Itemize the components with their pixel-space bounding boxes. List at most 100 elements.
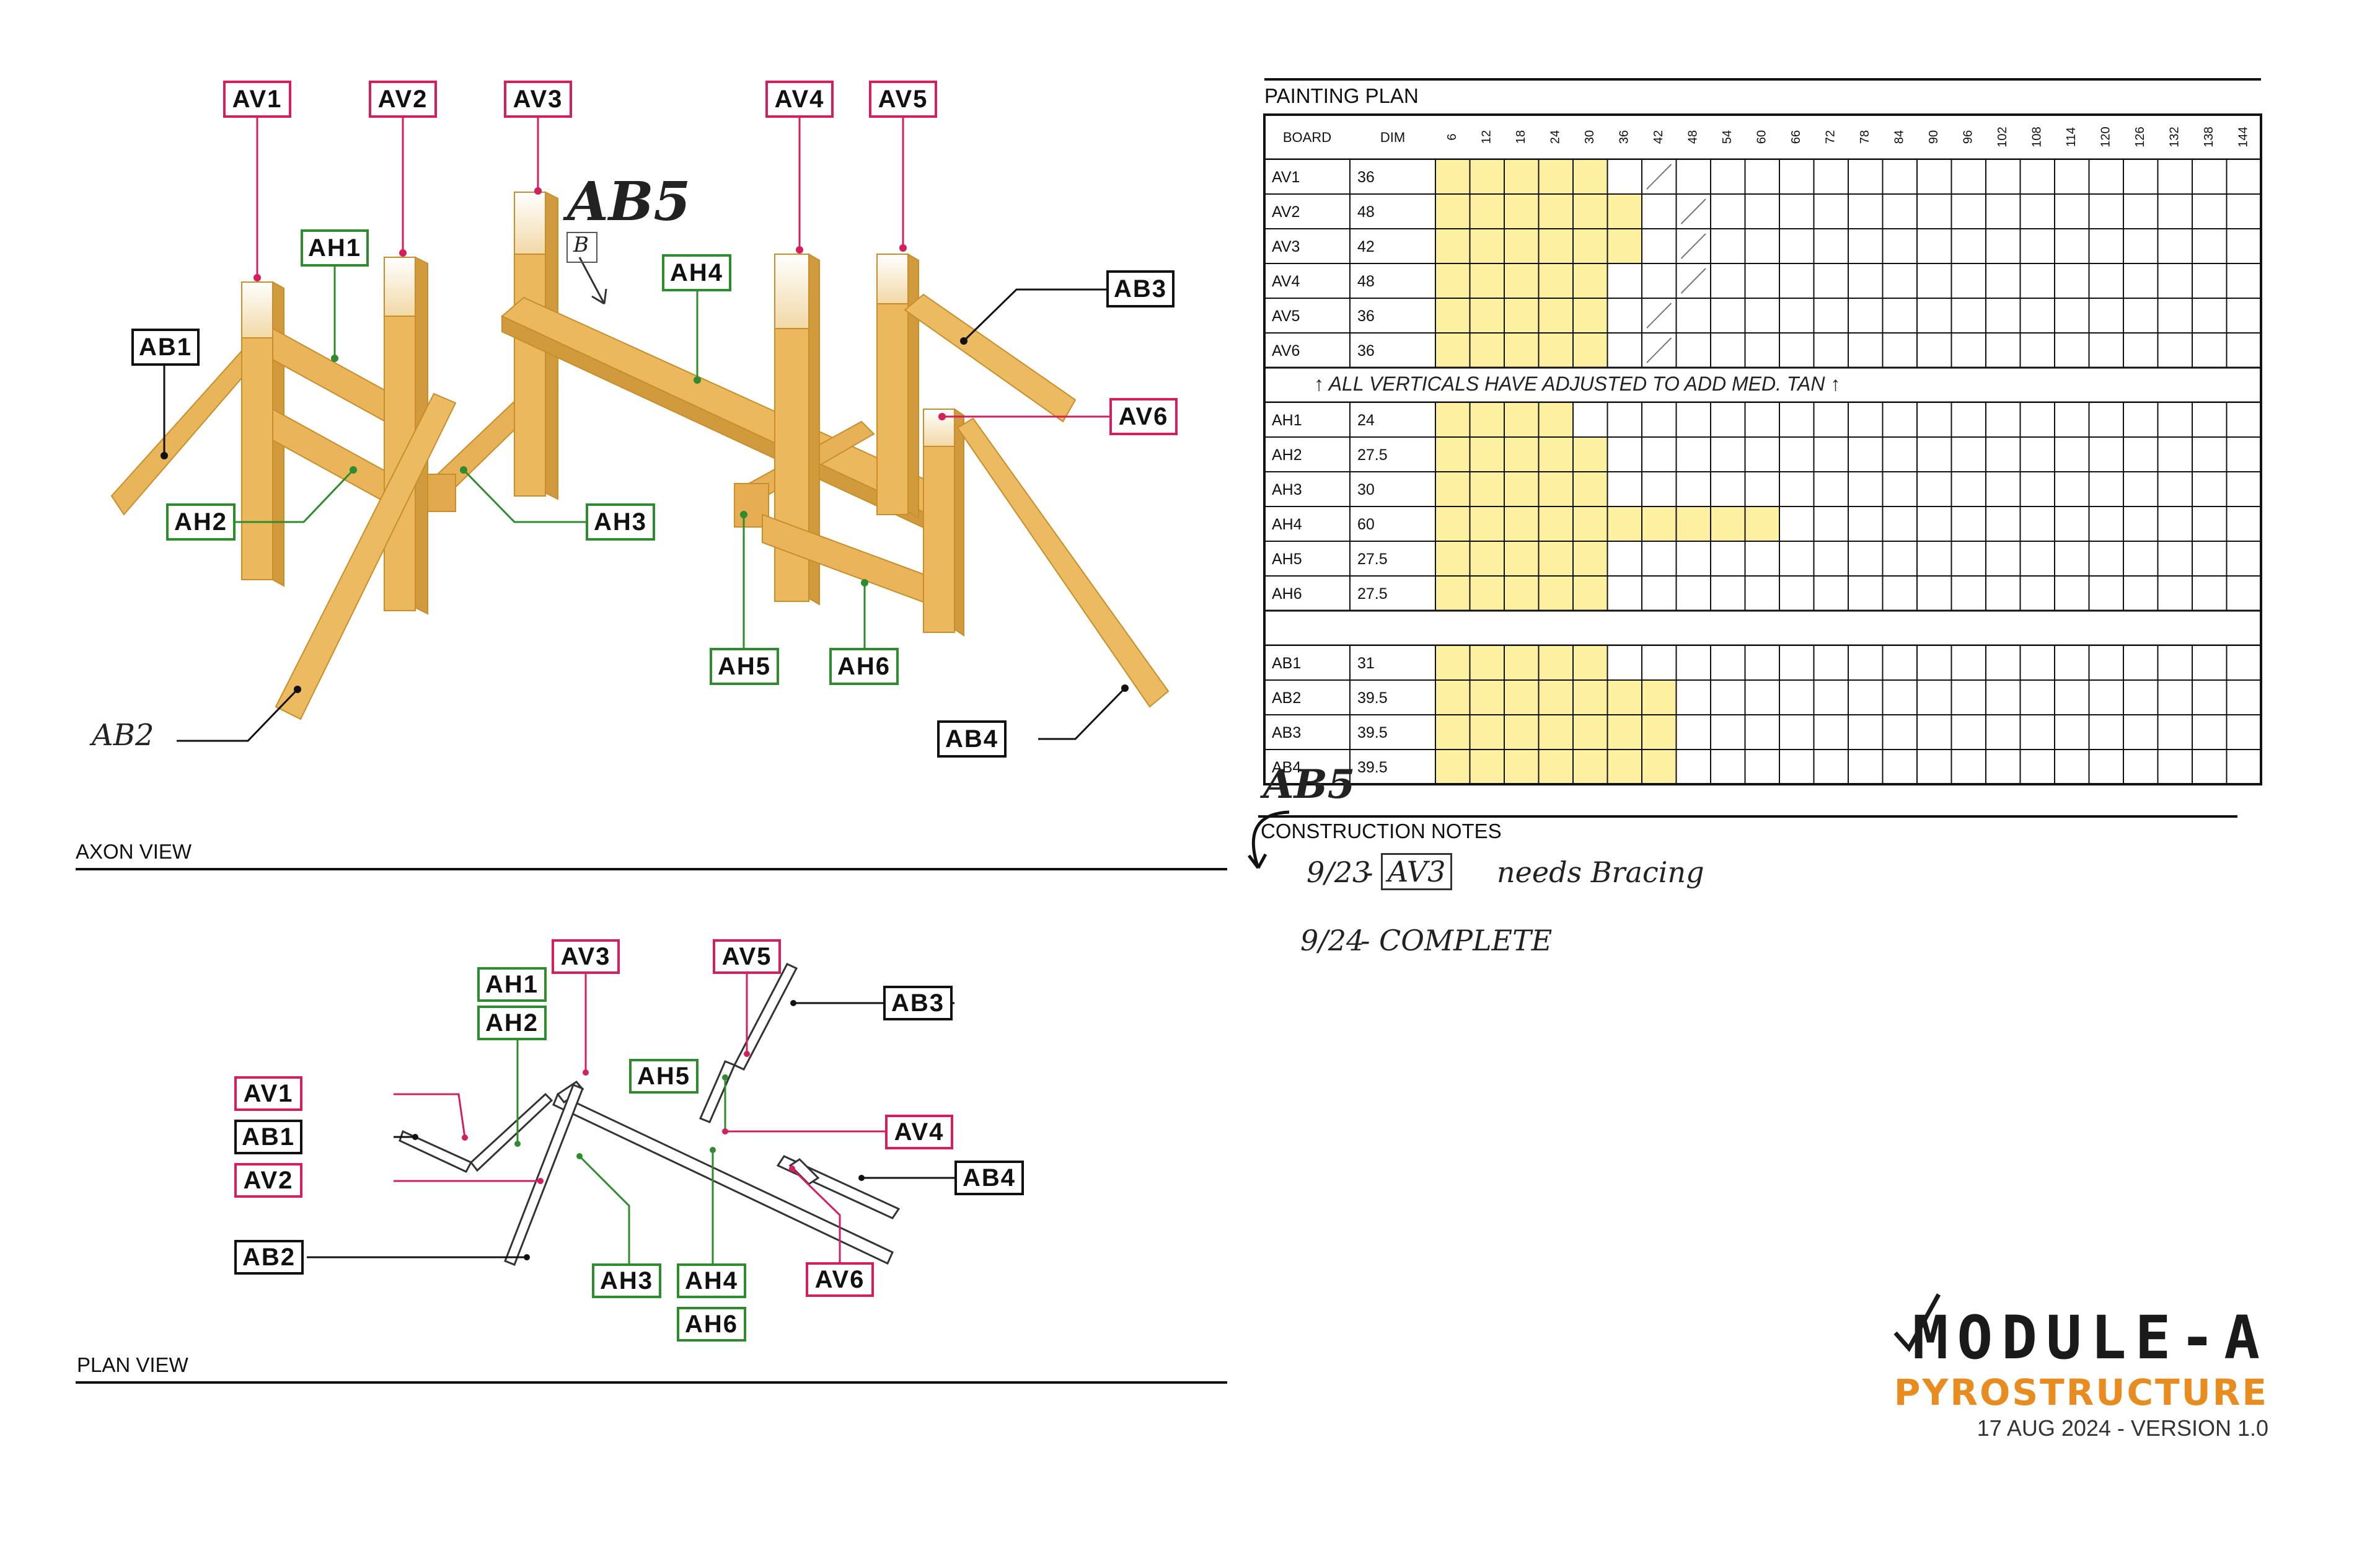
paint-cell [1744,298,1780,334]
paint-cell [2019,645,2055,681]
paint-cell [2054,436,2090,472]
paint-cell [2019,193,2055,229]
board-cell [1264,749,1351,785]
header-increment: 144 [2237,126,2250,147]
note-1-dash: - [1364,856,1373,889]
header-increment: 102 [1996,126,2009,147]
paint-cell [1469,228,1505,264]
ab2-handwritten-label: AB2 [92,718,154,753]
paint-cell [1572,332,1608,368]
paint-cell [2226,193,2262,229]
paint-cell [2226,575,2262,611]
paint-cell-slash [1680,233,1706,259]
paint-cell [1916,402,1952,438]
paint-cell [1779,575,1815,611]
paint-cell [2019,714,2055,750]
dim-value: 36 [1357,342,1375,360]
paint-cell [2157,402,2193,438]
paint-cell [1779,645,1815,681]
paint-cell [1710,645,1746,681]
board-label: AH3 [1272,481,1302,498]
paint-cell [2123,263,2159,299]
paint-cell [1813,575,1849,611]
paint-cell [1504,471,1540,507]
axon-label-av1: AV1 [223,81,291,118]
paint-cell [1606,679,1642,715]
paint-cell [1882,471,1918,507]
paint-cell [1606,228,1642,264]
paint-cell [1882,575,1918,611]
paint-cell [1538,714,1574,750]
paint-cell [1675,714,1711,750]
paint-cell [1675,645,1711,681]
plan-label-ab2: AB2 [234,1240,304,1275]
paint-cell [2054,645,2090,681]
board-label: AB4 [1272,759,1301,776]
paint-cell [1572,159,1608,195]
paint-cell [2019,506,2055,542]
paint-cell [1469,298,1505,334]
dim-cell [1349,471,1436,507]
plan-label-av6: AV6 [806,1262,874,1297]
paint-cell [2226,506,2262,542]
paint-cell [2019,436,2055,472]
header-increment: 108 [2030,126,2044,147]
paint-cell [1779,159,1815,195]
paint-cell [1916,436,1952,472]
paint-cell [2157,228,2193,264]
paint-cell [1675,159,1711,195]
paint-cell [1710,298,1746,334]
paint-cell [2192,298,2228,334]
paint-cell [1435,575,1471,611]
board-label: AV2 [1272,203,1300,221]
paint-cell [2192,402,2228,438]
board-cell [1264,263,1351,299]
paint-cell [1710,193,1746,229]
paint-cell [2088,332,2124,368]
paint-cell [1882,263,1918,299]
paint-cell [1916,159,1952,195]
paint-cell [1606,541,1642,577]
ab3-board [904,293,1077,423]
paint-cell [1606,298,1642,334]
paint-cell [2054,541,2090,577]
paint-cell [1469,263,1505,299]
paint-cell [2088,263,2124,299]
paint-cell [1572,679,1608,715]
paint-cell [1606,332,1642,368]
paint-cell [1572,471,1608,507]
dim-value: 39.5 [1357,724,1388,741]
paint-cell [2192,159,2228,195]
module-subtitle: PYROSTRUCTURE [1893,1371,2268,1413]
paint-cell [1779,541,1815,577]
paint-cell [1538,193,1574,229]
paint-cell [2123,749,2159,785]
table-border [1263,113,2262,785]
header-increment: 114 [2065,127,2078,147]
header-increment: 54 [1721,130,1734,144]
group-spacer-row [1263,609,2262,647]
paint-cell [1848,263,1884,299]
paint-cell [1744,193,1780,229]
paint-cell [1710,159,1746,195]
paint-cell [1950,298,1986,334]
notes-arrow-icon [1248,810,1290,869]
paint-cell [1848,298,1884,334]
paint-cell [2226,436,2262,472]
note-1-text: needs Bracing [1497,856,1704,889]
paint-cell [1606,402,1642,438]
board-cell [1264,228,1351,264]
plan-view-title: PLAN VIEW [77,1353,188,1376]
plan-label-ah5: AH5 [629,1059,699,1094]
paint-cell [2157,471,2193,507]
paint-cell [2226,714,2262,750]
axon-view: AV1 AV2 AV3 AV4 AV5 AV6 AH1 AH2 AH3 AH4 … [0,0,1240,880]
paint-cell [1504,679,1540,715]
paint-cell [2123,471,2159,507]
paint-cell [1985,159,2021,195]
paint-cell [2157,749,2193,785]
paint-cell [2019,679,2055,715]
paint-cell [1538,228,1574,264]
paint-cell [1435,402,1471,438]
